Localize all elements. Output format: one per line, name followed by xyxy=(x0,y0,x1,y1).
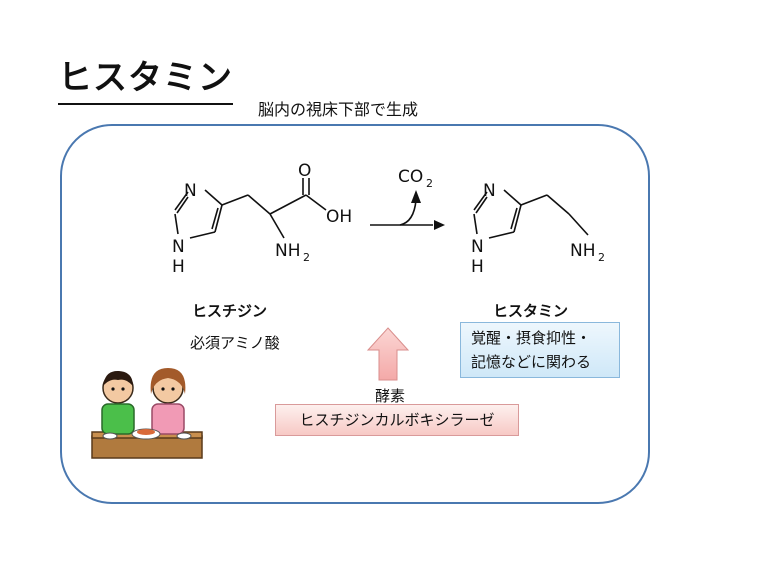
histamine-nh2-group: NH xyxy=(570,241,596,261)
page-title: ヒスタミン xyxy=(58,50,233,105)
histamine-n-atom: N xyxy=(483,181,496,201)
people-eating-illustration xyxy=(91,368,203,459)
histidine-o-atom: O xyxy=(298,161,311,181)
enzyme-name-box: ヒスチジンカルボキシラーゼ xyxy=(275,404,519,436)
histidine-nh2-group: NH xyxy=(275,241,301,261)
co2-label: CO xyxy=(398,167,423,187)
histidine-description: 必須アミノ酸 xyxy=(190,334,280,352)
histamine-nh2-subscript: 2 xyxy=(598,251,605,264)
histidine-nh-atom: N xyxy=(172,237,185,257)
histamine-effect-line1: 覚醒・摂食抑性・ xyxy=(471,329,592,347)
histidine-n-atom: N xyxy=(184,181,197,201)
histidine-nh2-subscript: 2 xyxy=(303,251,310,264)
histamine-h-atom: H xyxy=(471,257,484,277)
histidine-h-atom: H xyxy=(172,257,185,277)
subtitle: 脳内の視床下部で生成 xyxy=(258,100,419,119)
co2-subscript: 2 xyxy=(426,177,433,190)
enzyme-label: 酵素 xyxy=(375,387,406,405)
histamine-nh-atom: N xyxy=(471,237,484,257)
histamine-effect-line2: 記憶などに関わる xyxy=(471,353,592,371)
histidine-name: ヒスチジン xyxy=(192,302,268,320)
histidine-oh-group: OH xyxy=(326,207,352,227)
up-arrow-icon xyxy=(366,327,410,381)
histamine-name: ヒスタミン xyxy=(493,302,569,320)
histamine-effect-box: 覚醒・摂食抑性・ 記憶などに関わる xyxy=(460,322,620,378)
diagram-frame xyxy=(60,124,650,504)
